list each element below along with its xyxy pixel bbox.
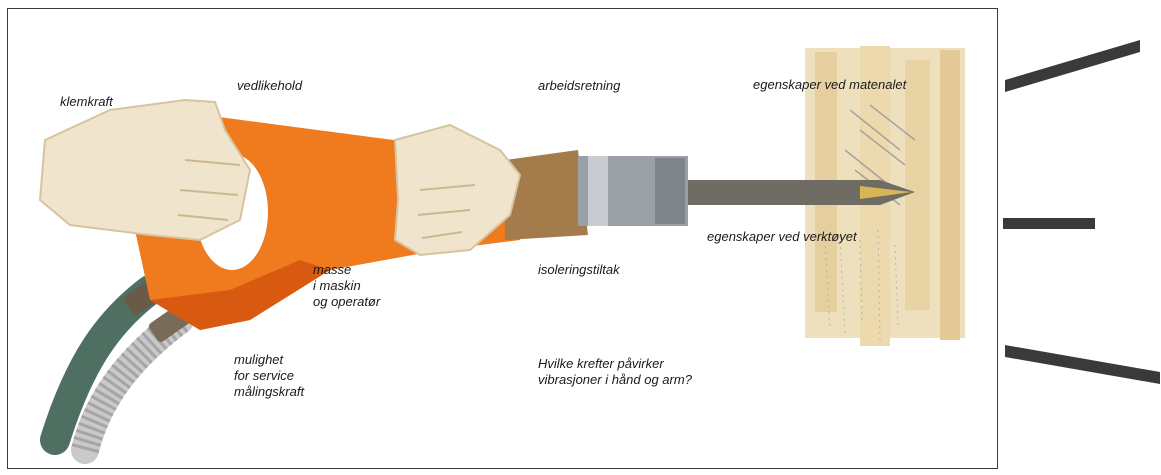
- label-egenskaper-verktoyet: egenskaper ved verktøyet: [707, 229, 857, 245]
- label-masse: masse i maskin og operatør: [313, 262, 380, 310]
- label-masse-line: i maskin: [313, 278, 380, 294]
- label-mulighet-line: målingskraft: [234, 384, 304, 400]
- label-masse-line: og operatør: [313, 294, 380, 310]
- label-mulighet: mulighet for service målingskraft: [234, 352, 304, 400]
- label-question-line: vibrasjoner i hånd og arm?: [538, 372, 692, 388]
- label-egenskaper-materialet: egenskaper ved matenalet: [753, 77, 906, 93]
- label-klemkraft: klemkraft: [60, 94, 113, 110]
- label-question: Hvilke krefter påvirker vibrasjoner i hå…: [538, 356, 692, 388]
- label-mulighet-line: mulighet: [234, 352, 304, 368]
- label-vedlikehold: vedlikehold: [237, 78, 302, 94]
- force-line: [1003, 40, 1160, 384]
- label-question-line: Hvilke krefter påvirker: [538, 356, 692, 372]
- label-isoleringstiltak: isoleringstiltak: [538, 262, 620, 278]
- pneumatic-hammer-icon: [135, 110, 915, 330]
- label-arbeidsretning: arbeidsretning: [538, 78, 620, 94]
- label-mulighet-line: for service: [234, 368, 304, 384]
- label-masse-line: masse: [313, 262, 380, 278]
